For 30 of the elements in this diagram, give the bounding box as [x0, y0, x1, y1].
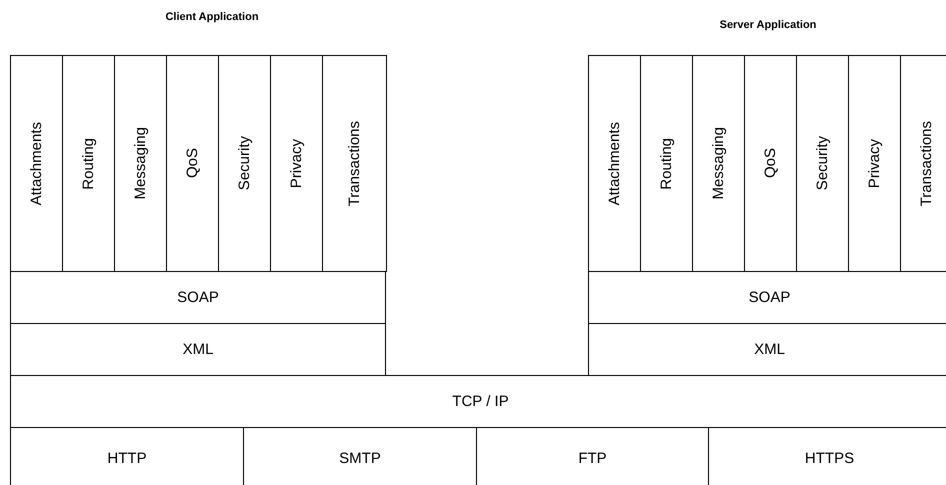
layer-name: Routing [658, 138, 675, 190]
layer-name: HTTPS [804, 450, 854, 467]
layer-name: SMTP [339, 450, 381, 467]
layer-name: Routing [80, 138, 97, 190]
layer-name: QoS [184, 148, 201, 178]
layer-box [10, 323, 386, 376]
layer-name: QoS [762, 148, 779, 178]
layer-box [588, 55, 641, 272]
layer-name: Attachments [606, 122, 623, 206]
layer-name: Security [814, 136, 831, 191]
layer-name: Attachments [28, 122, 45, 206]
layer-box [10, 271, 386, 324]
layer-name: Transactions [918, 120, 934, 206]
layer-name: SOAP [748, 289, 790, 306]
layer-box [322, 55, 387, 272]
layer-name: XML [754, 341, 785, 358]
layer-name: XML [182, 341, 214, 358]
layer-name: SOAP [177, 289, 219, 306]
layer-name: TCP / IP [452, 393, 509, 410]
stack-heading: Client Application [165, 11, 259, 23]
layer-name: Privacy [288, 138, 305, 188]
layer-name: Privacy [866, 138, 883, 188]
stack-heading: Server Application [720, 19, 816, 31]
layer-box [10, 55, 63, 272]
layer-name: FTP [578, 450, 607, 467]
layer-name: Messaging [710, 127, 727, 200]
layer-name: Messaging [132, 127, 149, 200]
layer-name: Transactions [346, 120, 363, 206]
layer-name: Security [236, 136, 253, 191]
layer-name: HTTP [107, 450, 147, 467]
